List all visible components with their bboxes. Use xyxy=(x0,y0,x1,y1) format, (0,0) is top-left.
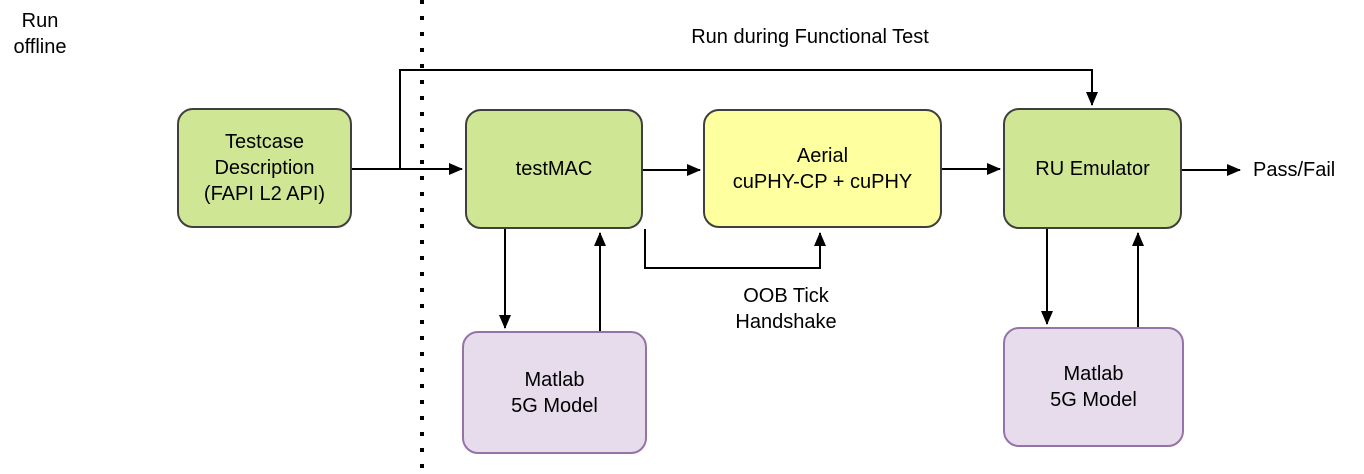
matlab-5g-model-left-box: Matlab 5G Model xyxy=(462,331,647,454)
oob-tick-handshake-label: OOB Tick Handshake xyxy=(735,285,837,333)
arrow-oob-tick-handshake xyxy=(644,229,826,269)
testcase-description-box: Testcase Description (FAPI L2 API) xyxy=(177,108,352,228)
connector-group xyxy=(352,0,1241,474)
testcase-description-label: Testcase xyxy=(225,131,304,153)
aerial-label: cuPHY-CP + cuPHY xyxy=(732,170,913,193)
aerial-cuphy-box: Aerial cuPHY-CP + cuPHY xyxy=(703,109,942,228)
ru-emulator-label: RU Emulator xyxy=(1035,157,1150,180)
aerial-label: Aerial xyxy=(796,144,849,167)
matlab-5g-model-label: Matlab xyxy=(1063,363,1124,385)
testmac-label: testMAC xyxy=(515,158,593,180)
run-offline-zone-label: Run offline xyxy=(13,10,67,58)
testmac-box: testMAC xyxy=(465,109,643,229)
testcase-description-label: (FAPI L2 API) xyxy=(203,183,326,205)
matlab-5g-model-label: 5G Model xyxy=(1050,389,1137,411)
pass-fail-label: Pass/Fail xyxy=(1253,159,1336,181)
testcase-description-label: Description xyxy=(214,157,315,179)
matlab-5g-model-label: Matlab xyxy=(524,368,585,391)
matlab-5g-model-label: 5G Model xyxy=(511,394,598,417)
arrow-testcase-branch-to-ru-emulator xyxy=(399,69,1098,169)
matlab-5g-model-right-box: Matlab 5G Model xyxy=(1003,327,1184,447)
run-during-functional-test-zone-label: Run during Functional Test xyxy=(691,26,929,48)
ru-emulator-box: RU Emulator xyxy=(1003,108,1182,229)
